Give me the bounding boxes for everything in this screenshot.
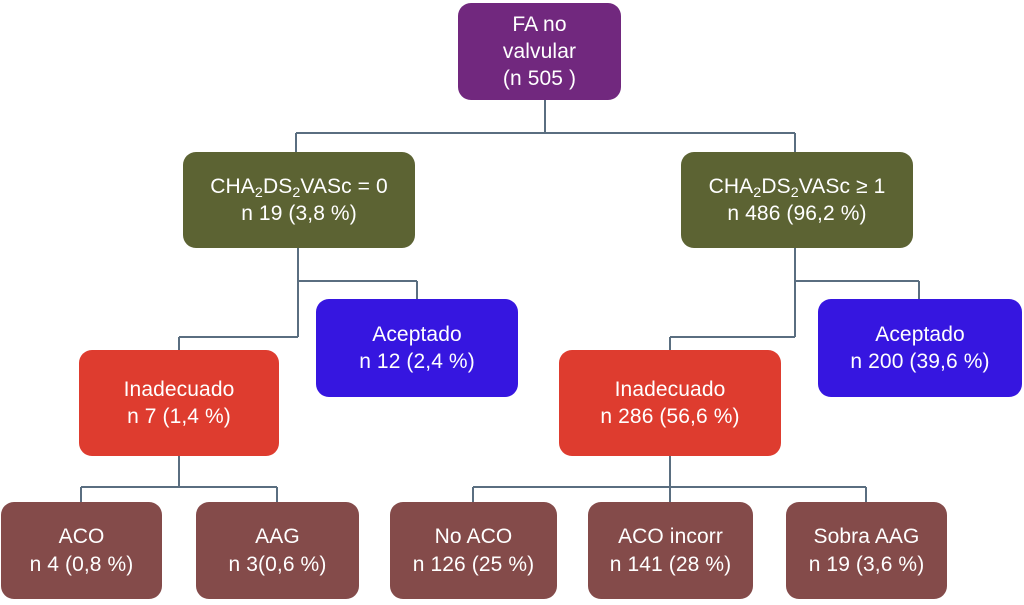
node-inadecuado-left-label: Inadecuado bbox=[123, 377, 235, 401]
node-fa-no-valvular-line3: (n 505 ) bbox=[502, 67, 577, 91]
node-aceptado-left-label: Aceptado bbox=[372, 322, 462, 346]
node-fa-no-valvular[interactable]: FA no valvular (n 505 ) bbox=[458, 3, 621, 100]
node-aceptado-right-count: n 200 (39,6 %) bbox=[850, 350, 990, 373]
node-aco-incorr[interactable]: ACO incorr n 141 (28 %) bbox=[588, 502, 753, 599]
score-zero-pre: CHA bbox=[210, 174, 255, 198]
node-no-aco-count: n 126 (25 %) bbox=[412, 552, 535, 576]
node-sobra-aag[interactable]: Sobra AAG n 19 (3,6 %) bbox=[786, 502, 947, 599]
node-inadecuado-right-count: n 286 (56,6 %) bbox=[600, 405, 740, 428]
node-aag[interactable]: AAG n 3(0,6 %) bbox=[196, 502, 359, 599]
node-inadecuado-right[interactable]: Inadecuado n 286 (56,6 %) bbox=[559, 350, 781, 456]
score-one-pre: CHA bbox=[708, 174, 754, 198]
score-zero-sub2: 2 bbox=[292, 184, 301, 201]
node-cha2ds2vasc-one-count: n 486 (96,2 %) bbox=[727, 202, 867, 225]
score-zero-post: VASc = 0 bbox=[300, 174, 388, 198]
node-inadecuado-left[interactable]: Inadecuado n 7 (1,4 %) bbox=[79, 350, 279, 456]
node-sobra-aag-label: Sobra AAG bbox=[813, 525, 920, 549]
node-aco-count: n 4 (0,8 %) bbox=[29, 552, 134, 576]
score-zero-mid: DS bbox=[262, 174, 293, 198]
node-aco[interactable]: ACO n 4 (0,8 %) bbox=[1, 502, 162, 599]
score-one-post: VASc ≥ 1 bbox=[798, 174, 886, 198]
score-zero-sub1: 2 bbox=[254, 184, 263, 201]
node-sobra-aag-count: n 19 (3,6 %) bbox=[808, 552, 925, 576]
node-cha2ds2vasc-zero-count: n 19 (3,8 %) bbox=[241, 202, 357, 225]
node-fa-no-valvular-line1: FA no bbox=[512, 12, 567, 36]
node-aceptado-right[interactable]: Aceptado n 200 (39,6 %) bbox=[818, 299, 1022, 397]
node-cha2ds2vasc-one-label: CHA2DS2VASc ≥ 1 bbox=[708, 173, 886, 201]
score-one-mid: DS bbox=[761, 174, 791, 198]
node-aceptado-right-label: Aceptado bbox=[875, 322, 965, 346]
node-cha2ds2vasc-one[interactable]: CHA2DS2VASc ≥ 1 n 486 (96,2 %) bbox=[681, 152, 913, 248]
node-cha2ds2vasc-zero[interactable]: CHA2DS2VASc = 0 n 19 (3,8 %) bbox=[183, 152, 415, 248]
node-inadecuado-left-count: n 7 (1,4 %) bbox=[127, 405, 231, 428]
score-one-sub1: 2 bbox=[753, 184, 762, 201]
node-aco-label: ACO bbox=[58, 525, 105, 549]
node-aco-incorr-count: n 141 (28 %) bbox=[609, 552, 732, 576]
node-no-aco-label: No ACO bbox=[434, 525, 513, 549]
node-aco-incorr-label: ACO incorr bbox=[618, 525, 723, 549]
score-one-sub2: 2 bbox=[790, 184, 799, 201]
node-cha2ds2vasc-zero-label: CHA2DS2VASc = 0 bbox=[210, 173, 388, 201]
node-fa-no-valvular-line2: valvular bbox=[502, 39, 577, 63]
node-no-aco[interactable]: No ACO n 126 (25 %) bbox=[390, 502, 557, 599]
node-aceptado-left-count: n 12 (2,4 %) bbox=[359, 350, 475, 373]
node-aag-count: n 3(0,6 %) bbox=[228, 552, 327, 576]
node-aag-label: AAG bbox=[255, 525, 300, 549]
node-aceptado-left[interactable]: Aceptado n 12 (2,4 %) bbox=[316, 299, 518, 397]
node-inadecuado-right-label: Inadecuado bbox=[614, 377, 726, 401]
